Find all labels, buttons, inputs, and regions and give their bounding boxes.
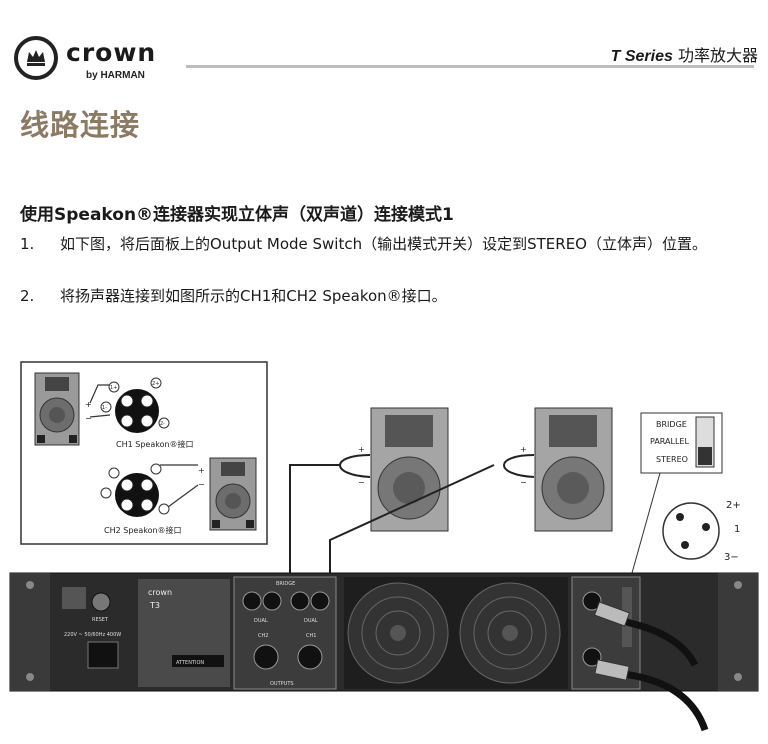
series-name: T Series xyxy=(610,48,673,65)
panel-dual-1: DUAL xyxy=(254,618,268,624)
xlr-pinout-icon xyxy=(662,502,720,560)
switch-stereo-label: STEREO xyxy=(656,455,688,464)
amplifier-rear-panel: RESET 220V ~ 50/60Hz 400W crown T3 ATTEN… xyxy=(9,572,759,692)
series-desc: 功率放大器 xyxy=(677,46,758,65)
brand-name: crown xyxy=(66,38,157,67)
header-rule xyxy=(186,65,754,68)
inset1-minus: − xyxy=(85,414,92,423)
step-1: 1. 如下图，将后面板上的Output Mode Switch（输出模式开关）设… xyxy=(20,233,740,255)
crown-emblem-icon xyxy=(14,36,58,80)
panel-ch2: CH2 xyxy=(258,633,268,639)
speaker-right xyxy=(534,407,613,532)
panel-attention: ATTENTION xyxy=(176,660,204,666)
panel-reset: RESET xyxy=(92,617,109,623)
speaker-left xyxy=(370,407,449,532)
inset2-minus: − xyxy=(198,480,205,489)
step-text: 将扬声器连接到如图所示的CH1和CH2 Speakon®接口。 xyxy=(60,287,447,305)
ch1-speakon-label: CH1 Speakon®接口 xyxy=(116,439,194,449)
series-title: T Series 功率放大器 xyxy=(611,42,758,66)
panel-dual-2: DUAL xyxy=(304,618,318,624)
crown-logo: crown by HARMAN xyxy=(14,36,186,86)
step-2: 2. 将扬声器连接到如图所示的CH1和CH2 Speakon®接口。 xyxy=(20,285,740,307)
speaker-left-minus: − xyxy=(358,478,365,487)
pin-2minus: 2- xyxy=(160,421,165,427)
connection-diagram: + − 1+ 1- 2+ 2- CH1 Speakon®接口 + − CH2 S… xyxy=(9,361,759,732)
panel-model: T3 xyxy=(149,601,160,610)
inset-speaker-2 xyxy=(209,457,257,531)
speakon-ch1-icon xyxy=(115,389,159,433)
speaker-left-plus: + xyxy=(358,445,365,454)
panel-outputs: OUTPUTS xyxy=(270,681,294,687)
panel-power: 220V ~ 50/60Hz 400W xyxy=(64,632,121,638)
pin-1plus: 1+ xyxy=(110,385,117,391)
section-title: 线路连接 xyxy=(20,108,141,142)
xlr-pin-3: 3− xyxy=(724,552,739,563)
xlr-pin-2: 2+ xyxy=(726,500,741,511)
step-number: 2. xyxy=(20,287,35,305)
xlr-pin-1: 1 xyxy=(734,524,740,535)
panel-bridge: BRIDGE xyxy=(276,581,295,587)
switch-bridge-label: BRIDGE xyxy=(656,420,687,429)
inset-speaker-1 xyxy=(34,372,80,446)
brand-sub: by HARMAN xyxy=(86,70,145,81)
pin-1minus: 1- xyxy=(102,405,107,411)
speakon-ch2-icon xyxy=(115,473,159,517)
switch-parallel-label: PARALLEL xyxy=(650,437,689,446)
step-text: 如下图，将后面板上的Output Mode Switch（输出模式开关）设定到S… xyxy=(60,235,707,253)
panel-brand: crown xyxy=(148,588,172,597)
subtitle: 使用Speakon®连接器实现立体声（双声道）连接模式1 xyxy=(20,205,454,225)
speaker-right-plus: + xyxy=(520,445,527,454)
step-number: 1. xyxy=(20,235,35,253)
inset2-plus: + xyxy=(198,466,205,475)
inset1-plus: + xyxy=(85,400,92,409)
panel-ch1: CH1 xyxy=(306,633,316,639)
ch2-speakon-label: CH2 Speakon®接口 xyxy=(104,525,182,535)
pin-2plus: 2+ xyxy=(152,381,159,387)
speaker-right-minus: − xyxy=(520,478,527,487)
